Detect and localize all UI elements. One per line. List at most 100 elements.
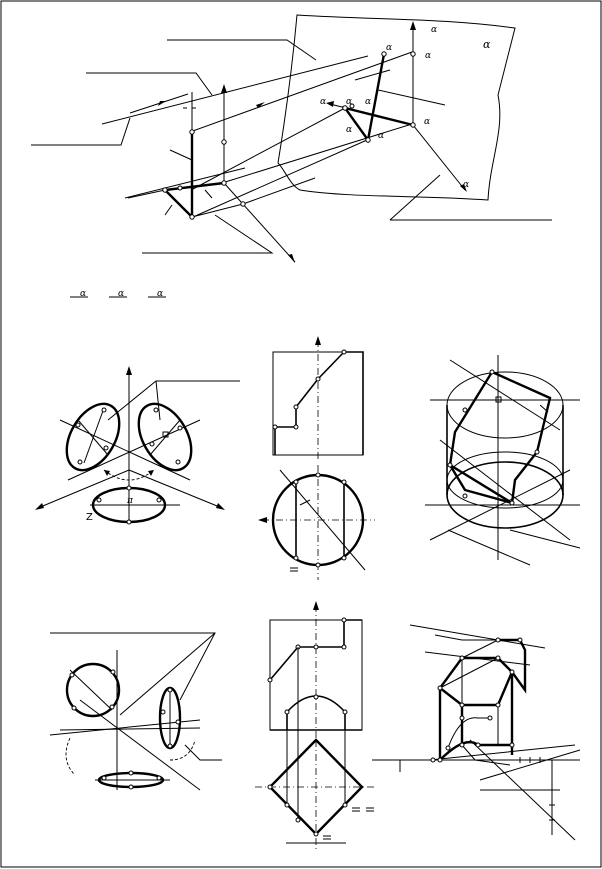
ellipse-left-axis-2 xyxy=(83,407,105,464)
iso2-axis-diag xyxy=(79,699,201,791)
formula-alpha-3: α xyxy=(157,289,163,299)
prism-pt3 xyxy=(509,669,515,675)
point-proj-mid xyxy=(349,103,355,109)
point-original-axis xyxy=(221,139,227,145)
ortho-top-pt5 xyxy=(315,472,321,478)
prism-pt15 xyxy=(487,715,493,721)
prism-pt4 xyxy=(495,702,501,708)
label-alpha-point-top: α xyxy=(386,43,392,53)
prism-axis-2 xyxy=(429,744,576,761)
prism-pt1 xyxy=(459,655,465,661)
axis-x-original xyxy=(127,189,166,199)
ellipse-left-pt3 xyxy=(101,407,107,413)
cyl-center-square xyxy=(495,396,502,403)
cyl-pt1 xyxy=(489,369,495,375)
iso2-ellipse-pt1 xyxy=(167,687,173,693)
point-proj-top xyxy=(381,51,387,57)
label-alpha-axis-top: α xyxy=(431,25,437,35)
cyl-guide-1 xyxy=(449,359,561,431)
ortho-top-diag xyxy=(279,469,366,571)
cyl-dim-1 xyxy=(447,529,531,566)
ortho2-pt7 xyxy=(284,709,290,715)
iso2-circle-axis xyxy=(69,669,113,711)
point-original-mid xyxy=(177,185,183,191)
label-alpha-x3: α xyxy=(365,97,371,107)
prism-base-edge xyxy=(461,744,511,766)
iso2-circle-pt4 xyxy=(110,669,116,675)
prism-pt5 xyxy=(459,702,465,708)
ellipse-right xyxy=(137,402,193,472)
cyl-tick xyxy=(539,404,549,413)
cyl-pt6 xyxy=(462,493,468,499)
original-aux-line-2 xyxy=(164,204,173,216)
iso2-ellipse-pt4 xyxy=(175,719,181,725)
projection-aux-line-2 xyxy=(354,69,391,81)
ortho2-d-pt5 xyxy=(267,784,273,790)
ellipse-bottom-pt2 xyxy=(126,519,132,525)
ortho-top-pt1 xyxy=(293,479,299,485)
point-original-bottom xyxy=(189,214,195,220)
leader-line-1 xyxy=(167,39,317,61)
ellipse-right-square xyxy=(162,431,169,438)
prism-inner-2 xyxy=(439,657,499,689)
prism-upper-part xyxy=(498,638,527,694)
iso2-circle-pt1 xyxy=(69,672,75,678)
cyl-pt5 xyxy=(509,500,515,506)
point-original-x xyxy=(162,187,168,193)
cyl-cut-lower xyxy=(448,464,513,505)
ortho-pt3 xyxy=(293,404,299,410)
label-alpha-plane: α xyxy=(483,38,491,51)
label-alpha-x2: α xyxy=(346,97,352,107)
projecting-ray-5 xyxy=(192,139,368,218)
leader-line-2 xyxy=(86,72,213,96)
cyl-dim-2 xyxy=(509,529,581,549)
iso2-leader-3 xyxy=(184,744,222,761)
leader-line-6 xyxy=(389,174,441,221)
iso-diag-2 xyxy=(67,419,201,481)
ellipse-right-pt2 xyxy=(177,425,183,431)
iso2-eb-pt3 xyxy=(101,775,107,781)
prism-pt6 xyxy=(437,685,443,691)
iso2-ellipse-pt2 xyxy=(167,743,173,749)
label-z: Z xyxy=(86,512,93,523)
prism-pt14 xyxy=(459,715,465,721)
point-original-top xyxy=(189,129,195,135)
prism-upper-part-2 xyxy=(461,639,499,659)
prism-hexagon-top xyxy=(438,656,514,707)
ortho2-d-pt3 xyxy=(295,817,301,823)
iso2-circle-left xyxy=(65,662,121,718)
original-aux-line-3 xyxy=(204,189,213,199)
prism-pt10 xyxy=(459,742,465,748)
cyl-guide-2 xyxy=(439,439,571,541)
ortho2-d-pt2 xyxy=(342,802,348,808)
projecting-ray-1 xyxy=(101,55,369,125)
iso2-circle-pt2 xyxy=(109,704,115,710)
ortho-pt4 xyxy=(272,424,278,430)
leader-line-3 xyxy=(31,117,131,146)
isometric-prism xyxy=(372,624,581,841)
point-proj-x xyxy=(342,105,348,111)
iso2-eb-pt4 xyxy=(156,775,162,781)
iso2-arc-left xyxy=(65,737,76,776)
prism-pt16 xyxy=(430,757,436,763)
ortho2-pt3 xyxy=(313,644,319,650)
ellipse-left-pt2 xyxy=(103,445,109,451)
ellipse-bottom-pt4 xyxy=(156,497,162,503)
original-aux-line xyxy=(169,149,193,161)
original-base-edge xyxy=(164,182,225,191)
cyl-pt2 xyxy=(462,407,468,413)
label-alpha-y: α xyxy=(463,180,469,190)
iso2-circle-pt3 xyxy=(71,705,77,711)
ortho-top-pt6 xyxy=(315,562,321,568)
axis-y-original xyxy=(223,182,296,263)
prism-pt9 xyxy=(437,757,443,763)
projecting-ray-3 xyxy=(192,107,346,190)
iso2-ellipse-pt3 xyxy=(160,709,166,715)
ellipse-right-pt4 xyxy=(175,459,181,465)
prism-upper-part-3 xyxy=(434,634,463,641)
iso2-arc-right xyxy=(169,739,196,761)
cyl-top-ellipse xyxy=(446,371,564,439)
